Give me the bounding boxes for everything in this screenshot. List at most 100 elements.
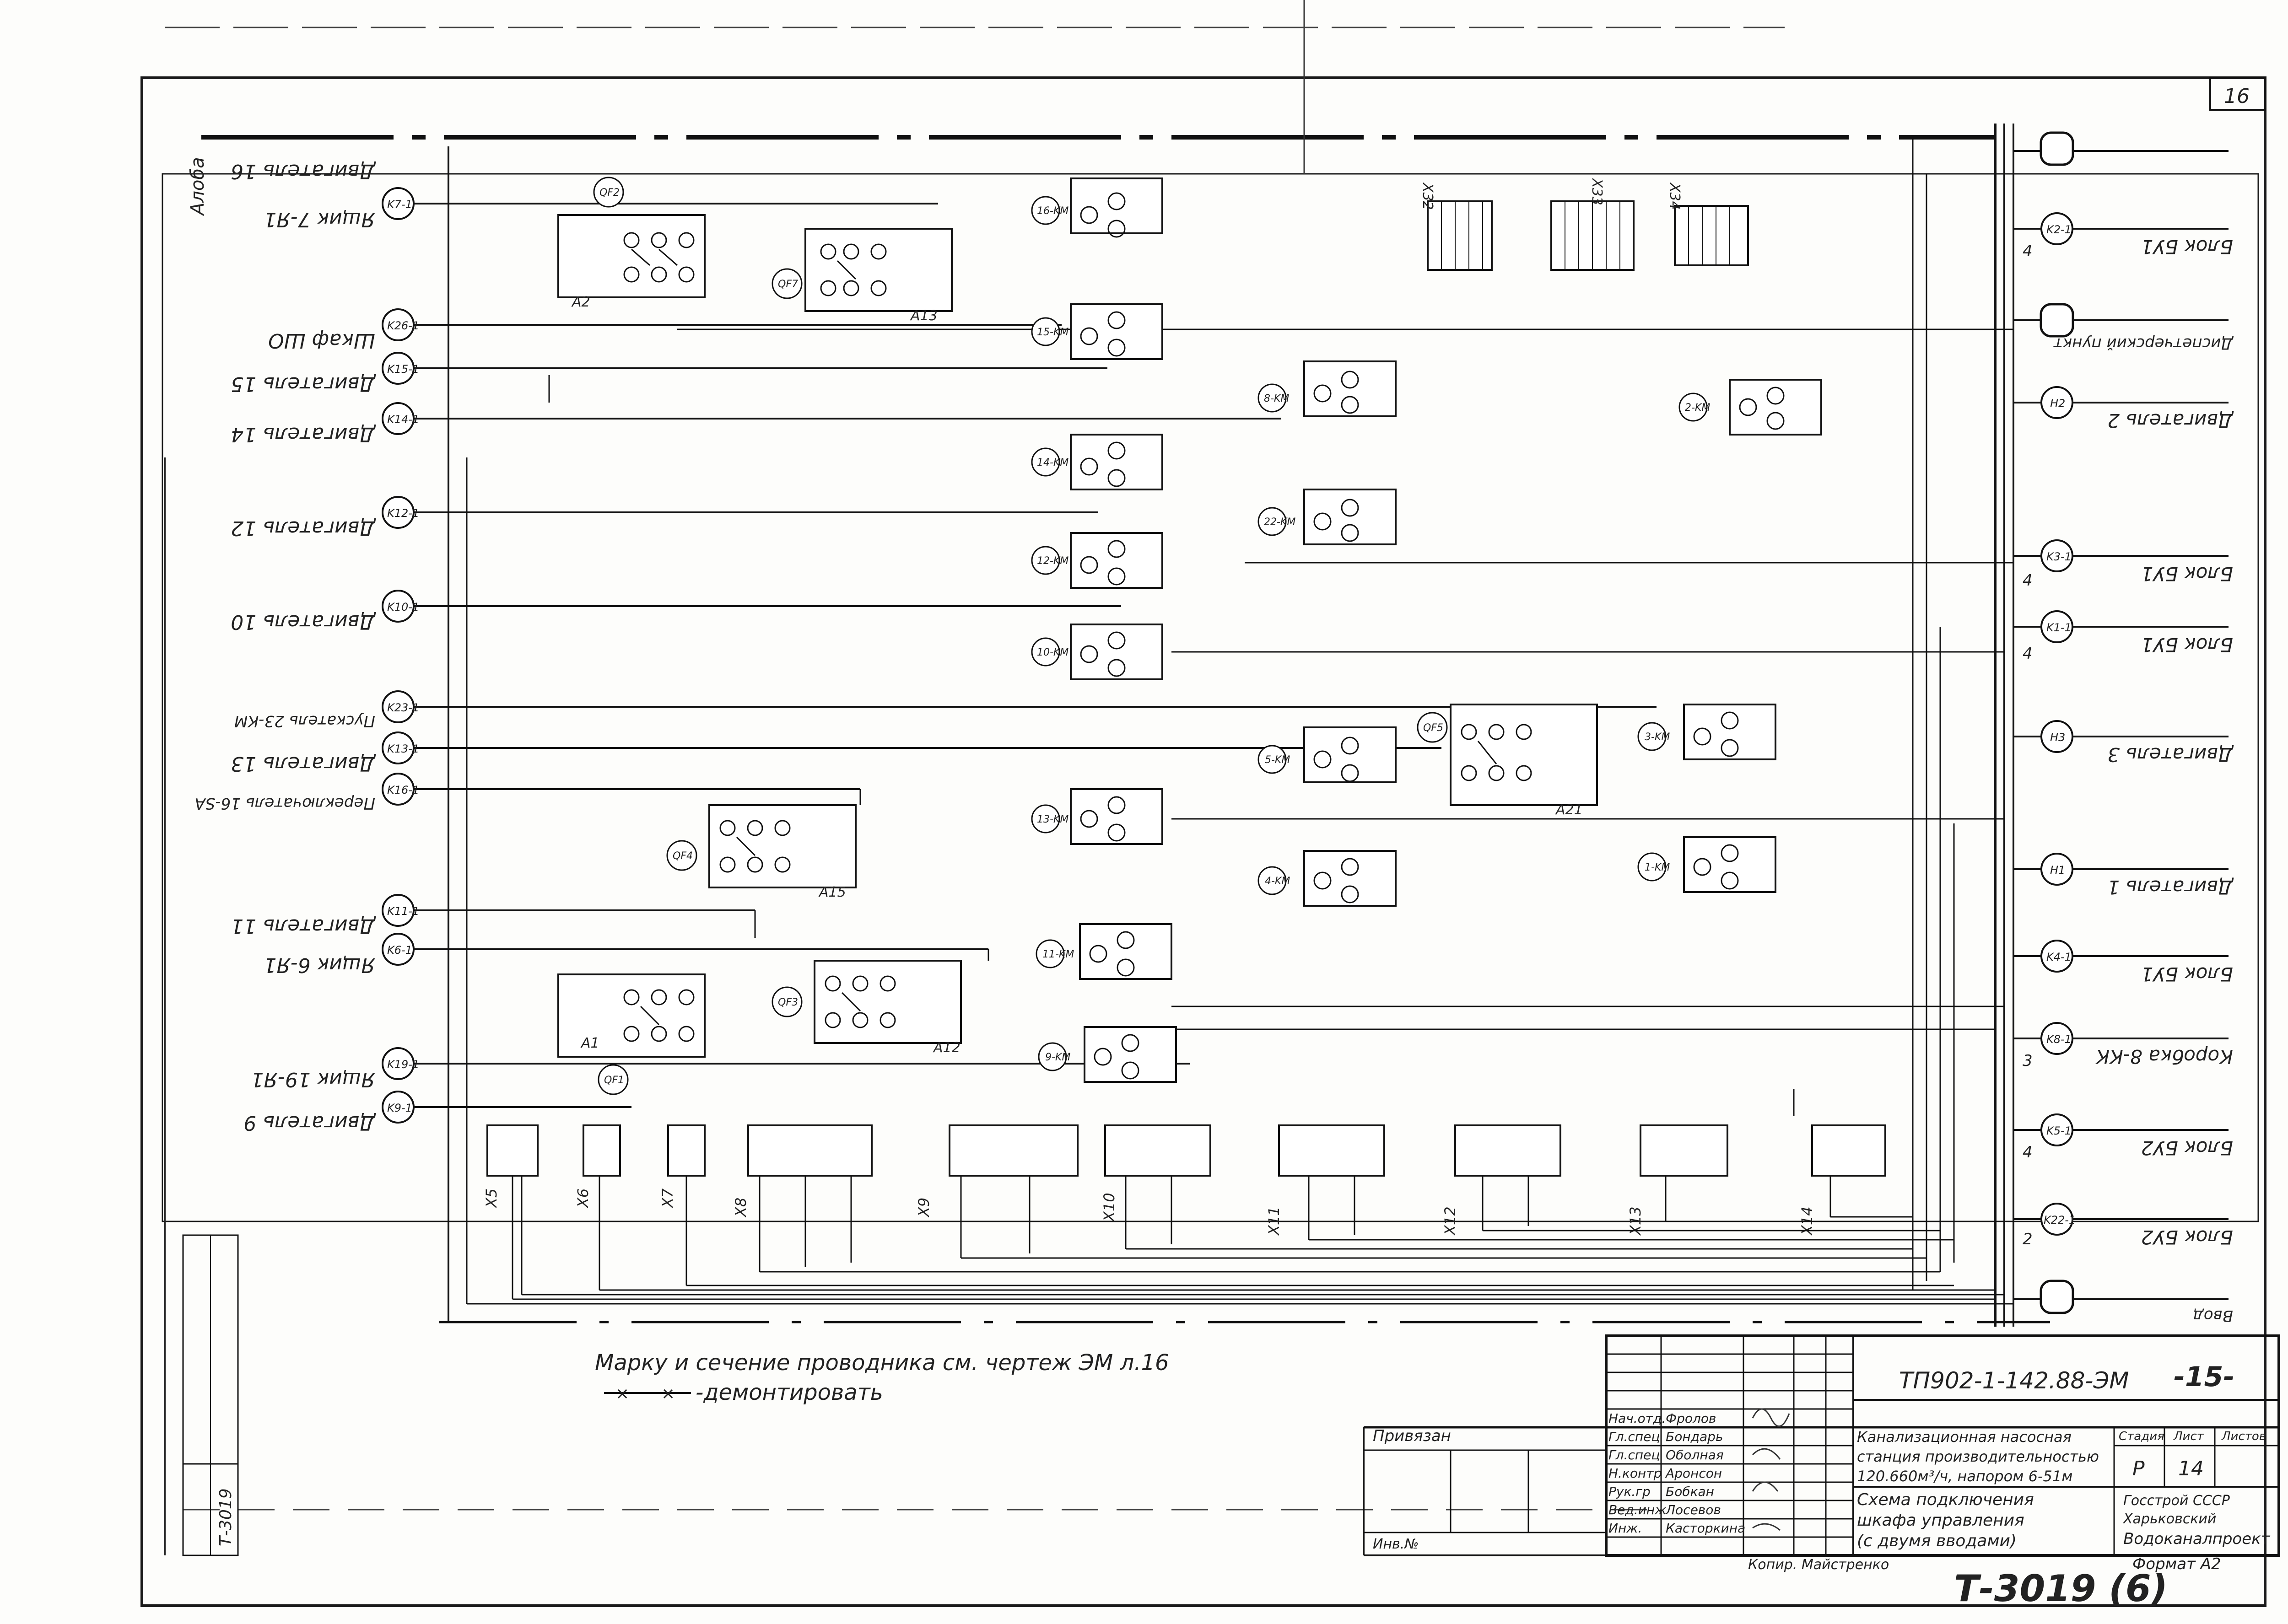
circle-label: H2	[2050, 397, 2065, 410]
wire-count: 4	[2023, 571, 2033, 590]
right-label: Двигатель 1	[2107, 876, 2234, 898]
right-label: Блок БУ2	[2141, 1226, 2233, 1248]
svg-text:A21: A21	[1555, 802, 1583, 818]
svg-text:X6: X6	[574, 1188, 592, 1209]
circle-label: K23-1	[387, 701, 419, 714]
relay-5-KM: 5-KM	[1257, 726, 1397, 783]
svg-text:14: 14	[2178, 1457, 2204, 1480]
svg-text:станция производительностью: станция производительностью	[1857, 1448, 2099, 1465]
circle-label: K22-1	[2044, 1214, 2076, 1226]
svg-text:A13: A13	[910, 308, 938, 324]
right-label: Двигатель 2	[2107, 409, 2234, 432]
relay-22-KM: 22-KM	[1257, 489, 1397, 545]
sheet-number: 16	[2224, 85, 2250, 108]
circle-label: K8-1	[2046, 1033, 2072, 1046]
breaker-QF4: QF4 A15	[666, 804, 857, 900]
svg-text:Схема подключения: Схема подключения	[1857, 1490, 2034, 1509]
circle-label: K10-1	[387, 601, 419, 613]
svg-text:Оболная: Оболная	[1666, 1447, 1724, 1463]
misc-lines	[548, 375, 1795, 1116]
svg-text:QF1: QF1	[604, 1075, 624, 1086]
svg-text:Н.контр: Н.контр	[1608, 1466, 1662, 1481]
svg-text:X10: X10	[1101, 1193, 1118, 1222]
svg-text:Водоканалпроект: Водоканалпроект	[2123, 1530, 2271, 1548]
svg-text:×: ×	[615, 1384, 629, 1403]
svg-text:Харьковский: Харьковский	[2122, 1511, 2216, 1527]
left-label: Ящик 7-Я1	[264, 208, 376, 231]
left-circles	[382, 187, 415, 1124]
svg-text:10-KM: 10-KM	[1037, 647, 1068, 658]
wire-counts: 4 4 4 3 4 2	[2023, 242, 2033, 1248]
circle-label: K7-1	[387, 198, 412, 211]
left-label: Двигатель 15	[231, 372, 376, 396]
svg-text:2-KM: 2-KM	[1685, 402, 1710, 414]
svg-text:Инж.: Инж.	[1608, 1521, 1642, 1536]
svg-text:QF7: QF7	[778, 279, 798, 290]
svg-text:12-KM: 12-KM	[1037, 555, 1068, 567]
left-label: Пускатель 23-КМ	[234, 712, 375, 730]
sheet-mark: -15-	[2174, 1361, 2234, 1393]
svg-text:X34: X34	[1667, 182, 1683, 210]
svg-text:QF4: QF4	[673, 850, 693, 862]
left-label: Двигатель 14	[231, 423, 376, 446]
circle-label: K3-1	[2046, 550, 2072, 563]
relay-16-KM: 16-KM	[1031, 177, 1163, 238]
note-line-2: -демонтировать	[696, 1380, 883, 1405]
bottom-terminals: X5 X6 X7 X8 X9 X10 X11 X12 X13 X14	[483, 1124, 1886, 1236]
sheet-number-box: 16	[2209, 77, 2266, 111]
svg-text:Бобкан: Бобкан	[1666, 1484, 1714, 1499]
relay-4-KM: 4-KM	[1257, 850, 1397, 907]
circle-label: K4-1	[2046, 951, 2072, 963]
circle-label: K6-1	[387, 944, 412, 957]
svg-text:13-KM: 13-KM	[1037, 814, 1068, 825]
left-circle-labels: K7-1 K26-1 K15-1 K14-1 K12-1 K10-1 K23-1…	[387, 198, 419, 1114]
left-label: Переключатель 16-SA	[195, 794, 375, 812]
svg-text:22-KM: 22-KM	[1264, 516, 1295, 528]
svg-text:5-KM: 5-KM	[1265, 754, 1290, 766]
svg-text:Формат А2: Формат А2	[2132, 1555, 2221, 1573]
svg-text:1-KM: 1-KM	[1645, 862, 1670, 873]
circle-label: K2-1	[2046, 223, 2072, 236]
svg-text:X11: X11	[1265, 1206, 1283, 1236]
note-line-1: Марку и сечение проводника см. чертеж ЭМ…	[595, 1350, 1169, 1376]
left-panel-labels: Алоба Двигатель 16 Ящик 7-Я1 Шкаф ШО Дви…	[187, 157, 376, 1135]
circle-label: K14-1	[387, 413, 419, 426]
right-label: Блок БУ1	[2141, 963, 2233, 985]
right-label: Блок БУ1	[2141, 634, 2233, 656]
svg-text:X12: X12	[1441, 1206, 1459, 1236]
doc-code: ТП902-1-142.88-ЭМ	[1899, 1367, 2129, 1394]
left-label: Двигатель 10	[231, 610, 376, 634]
circle-label: K1-1	[2046, 621, 2072, 634]
svg-text:Привязан: Привязан	[1373, 1427, 1451, 1445]
right-label: Двигатель 3	[2107, 743, 2234, 766]
svg-text:Аронсон: Аронсон	[1665, 1466, 1722, 1481]
svg-text:Гл.спец: Гл.спец	[1608, 1429, 1660, 1444]
svg-text:X32: X32	[1419, 182, 1435, 210]
circle-label: K19-1	[387, 1058, 419, 1071]
relay-13-KM: 13-KM	[1031, 788, 1163, 845]
svg-text:QF2: QF2	[599, 187, 620, 199]
left-label: Двигатель 16	[231, 160, 376, 183]
svg-text:X5: X5	[483, 1188, 500, 1209]
svg-text:X13: X13	[1627, 1206, 1644, 1236]
svg-text:9-KM: 9-KM	[1045, 1052, 1070, 1063]
wire-count: 4	[2023, 242, 2033, 260]
svg-text:Р: Р	[2132, 1457, 2145, 1480]
breaker-QF5: QF5 A21	[1417, 704, 1598, 818]
wire-count: 3	[2023, 1052, 2033, 1070]
relay-2-KM: 2-KM	[1678, 379, 1822, 436]
svg-text:Касторкина: Касторкина	[1666, 1521, 1745, 1536]
svg-text:X8: X8	[732, 1198, 750, 1218]
relay-1-KM: 1-KM	[1637, 836, 1776, 893]
svg-text:Вед.инж: Вед.инж	[1608, 1502, 1666, 1517]
svg-text:(с двумя вводами): (с двумя вводами)	[1857, 1532, 2017, 1550]
archive-stamp: Т-3019	[182, 1234, 239, 1556]
left-feeders	[410, 203, 2013, 1108]
svg-text:120.660м³/ч, напором 6-51м: 120.660м³/ч, напором 6-51м	[1857, 1468, 2072, 1485]
archive-number: Т-3019 (6)	[1954, 1567, 2168, 1610]
svg-text:Т-3019: Т-3019	[216, 1488, 235, 1546]
bottom-wires	[466, 457, 2013, 1305]
relay-blocks: 16-KM 15-KM 8-KM 2-KM	[1031, 177, 1822, 1083]
circle-label: K15-1	[387, 363, 419, 376]
svg-text:Госстрой СССР: Госстрой СССР	[2123, 1493, 2230, 1509]
